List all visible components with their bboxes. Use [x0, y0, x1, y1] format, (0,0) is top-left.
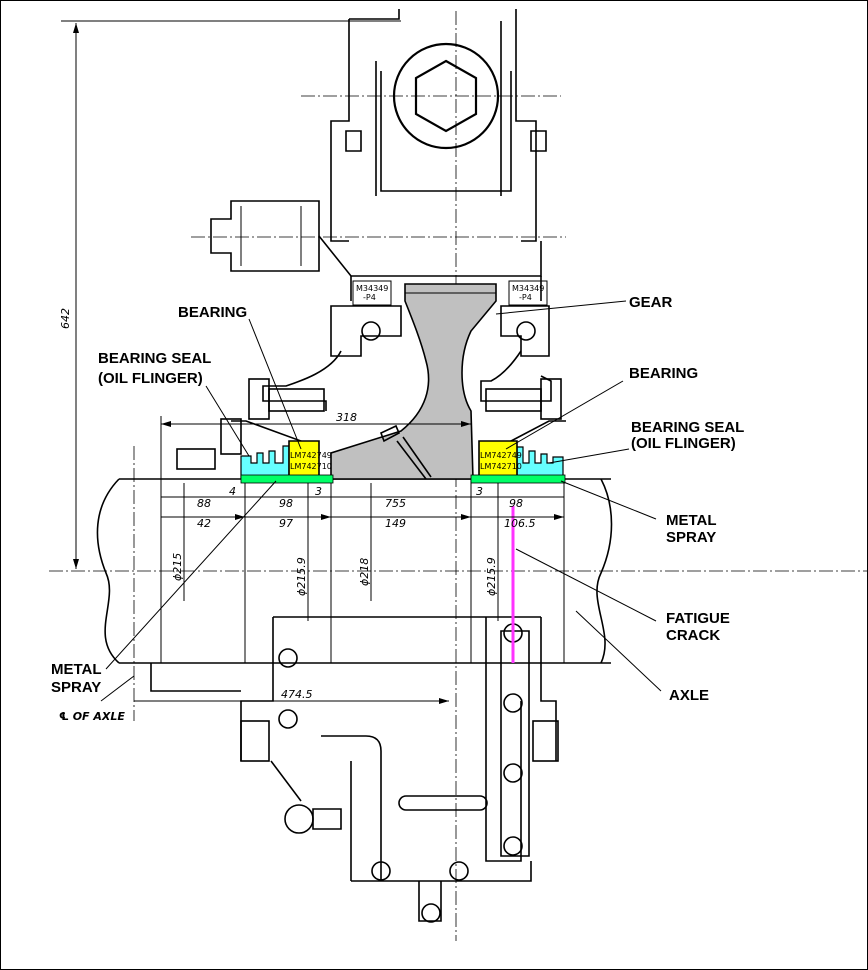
dim-318: 318	[336, 411, 357, 424]
label-seal-right-line1: BEARING SEAL	[631, 419, 744, 436]
right-seal	[516, 446, 564, 480]
dim-dia-215-9-left: ϕ215.9	[295, 557, 308, 596]
left-bearing	[288, 440, 320, 480]
dimension-lines	[61, 20, 564, 704]
dim-474-5: 474.5	[281, 688, 313, 701]
label-axle-centerline: ℄ OF AXLE	[59, 710, 125, 723]
label-fatigue-crack-line1: FATIGUE	[666, 610, 730, 627]
label-gear: GEAR	[629, 294, 673, 311]
dim-dia-215-9-right: ϕ215.9	[485, 557, 498, 596]
label-metal-spray-right-line2: SPRAY	[666, 529, 716, 546]
dim-755: 755	[385, 497, 406, 510]
dim-98-left: 98	[279, 497, 293, 510]
left-seal	[240, 445, 290, 480]
label-bearing-right: BEARING	[629, 365, 698, 382]
dim-106-5: 106.5	[504, 517, 536, 530]
leader-lines	[100, 300, 662, 702]
dim-3-left: 3	[315, 485, 322, 498]
upper-left-bearing-part-a: M34349	[356, 284, 388, 293]
right-bearing-part-a: LM742749	[480, 451, 522, 460]
upper-left-bearing-part-b: -P4	[363, 293, 376, 302]
dim-42: 42	[197, 517, 211, 530]
dim-98-right: 98	[509, 497, 523, 510]
upper-housing: M34349 -P4 M34349 -P4	[191, 9, 566, 357]
label-metal-spray-left-line2: SPRAY	[51, 679, 101, 696]
label-bearing-left: BEARING	[178, 304, 247, 321]
dim-4: 4	[229, 485, 236, 498]
dim-dia-215: ϕ215	[171, 553, 184, 581]
label-axle: AXLE	[669, 687, 709, 704]
right-bearing	[478, 440, 518, 480]
label-metal-spray-left-line1: METAL	[51, 661, 102, 678]
dim-dia-218: ϕ218	[358, 558, 371, 586]
bull-gear	[330, 283, 497, 480]
label-seal-left-line2: (OIL FLINGER)	[98, 370, 203, 387]
dim-642: 642	[59, 308, 72, 329]
lower-housing-upper-part	[176, 350, 566, 479]
label-fatigue-crack-line2: CRACK	[666, 627, 720, 644]
label-seal-right-line2: (OIL FLINGER)	[631, 435, 736, 452]
left-bearing-part-a: LM742749	[290, 451, 332, 460]
left-metal-spray	[240, 474, 334, 484]
dim-149: 149	[385, 517, 406, 530]
label-metal-spray-right-line1: METAL	[666, 512, 717, 529]
upper-right-bearing-part-b: -P4	[519, 293, 532, 302]
dim-3-right: 3	[476, 485, 483, 498]
right-metal-spray	[470, 474, 566, 484]
left-bearing-part-b: LM742710	[290, 462, 332, 471]
upper-right-bearing-part-a: M34349	[512, 284, 544, 293]
hex-nut	[414, 59, 478, 133]
label-seal-left-line1: BEARING SEAL	[98, 350, 211, 367]
right-bearing-part-b: LM742710	[480, 462, 522, 471]
dim-97: 97	[279, 517, 293, 530]
dim-88: 88	[197, 497, 211, 510]
